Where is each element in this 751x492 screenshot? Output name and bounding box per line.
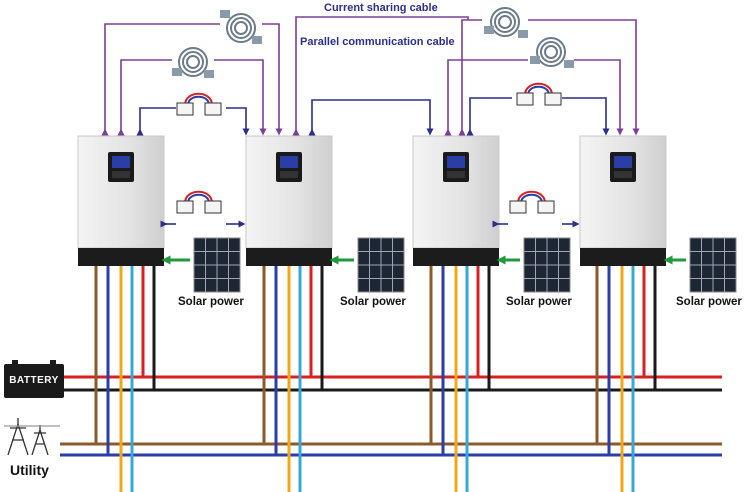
solar-panel-icon: [523, 237, 571, 293]
current-sharing-cable-label: Current sharing cable: [324, 2, 438, 14]
current-sharing-cables: [101, 16, 640, 136]
rj45-connector-icon: [176, 92, 222, 116]
solar-power-label-3: Solar power: [506, 296, 572, 308]
inverter-3-drops: [429, 265, 491, 492]
inverter-4-drops: [595, 265, 657, 492]
coiled-cable-icon: [220, 10, 262, 44]
inverter-2-drops: [262, 265, 324, 492]
rj45-connector-icon: [509, 190, 555, 214]
inverter-2: [245, 135, 333, 266]
parallel-communication-cable-label: Parallel communication cable: [300, 36, 455, 48]
parallel-communication-cables: [136, 97, 610, 228]
utility-label: Utility: [10, 462, 49, 478]
coiled-cable-icon: [172, 47, 214, 78]
inverter-4: [579, 135, 667, 266]
inverter-1-drops: [94, 265, 156, 492]
rj45-connector-icon: [176, 190, 222, 214]
solar-power-label-1: Solar power: [178, 296, 244, 308]
inverter-1: [77, 135, 165, 266]
utility-tower-icon: [4, 418, 60, 456]
coiled-cable-icon: [484, 7, 528, 38]
battery-icon: [4, 360, 64, 398]
inverter-3: [412, 135, 500, 266]
solar-panel-icon: [357, 237, 405, 293]
utility-bus: [60, 442, 722, 457]
battery-bus: [56, 375, 722, 392]
solar-power-label-4: Solar power: [676, 296, 742, 308]
solar-panel-icon: [193, 237, 241, 293]
coiled-cable-icon: [530, 37, 574, 68]
battery-label-box: BATTERY: [4, 374, 64, 388]
solar-panel-icon: [689, 237, 737, 293]
battery-label: BATTERY: [9, 375, 59, 386]
solar-power-label-2: Solar power: [340, 296, 406, 308]
rj45-connector-icon: [516, 82, 562, 106]
